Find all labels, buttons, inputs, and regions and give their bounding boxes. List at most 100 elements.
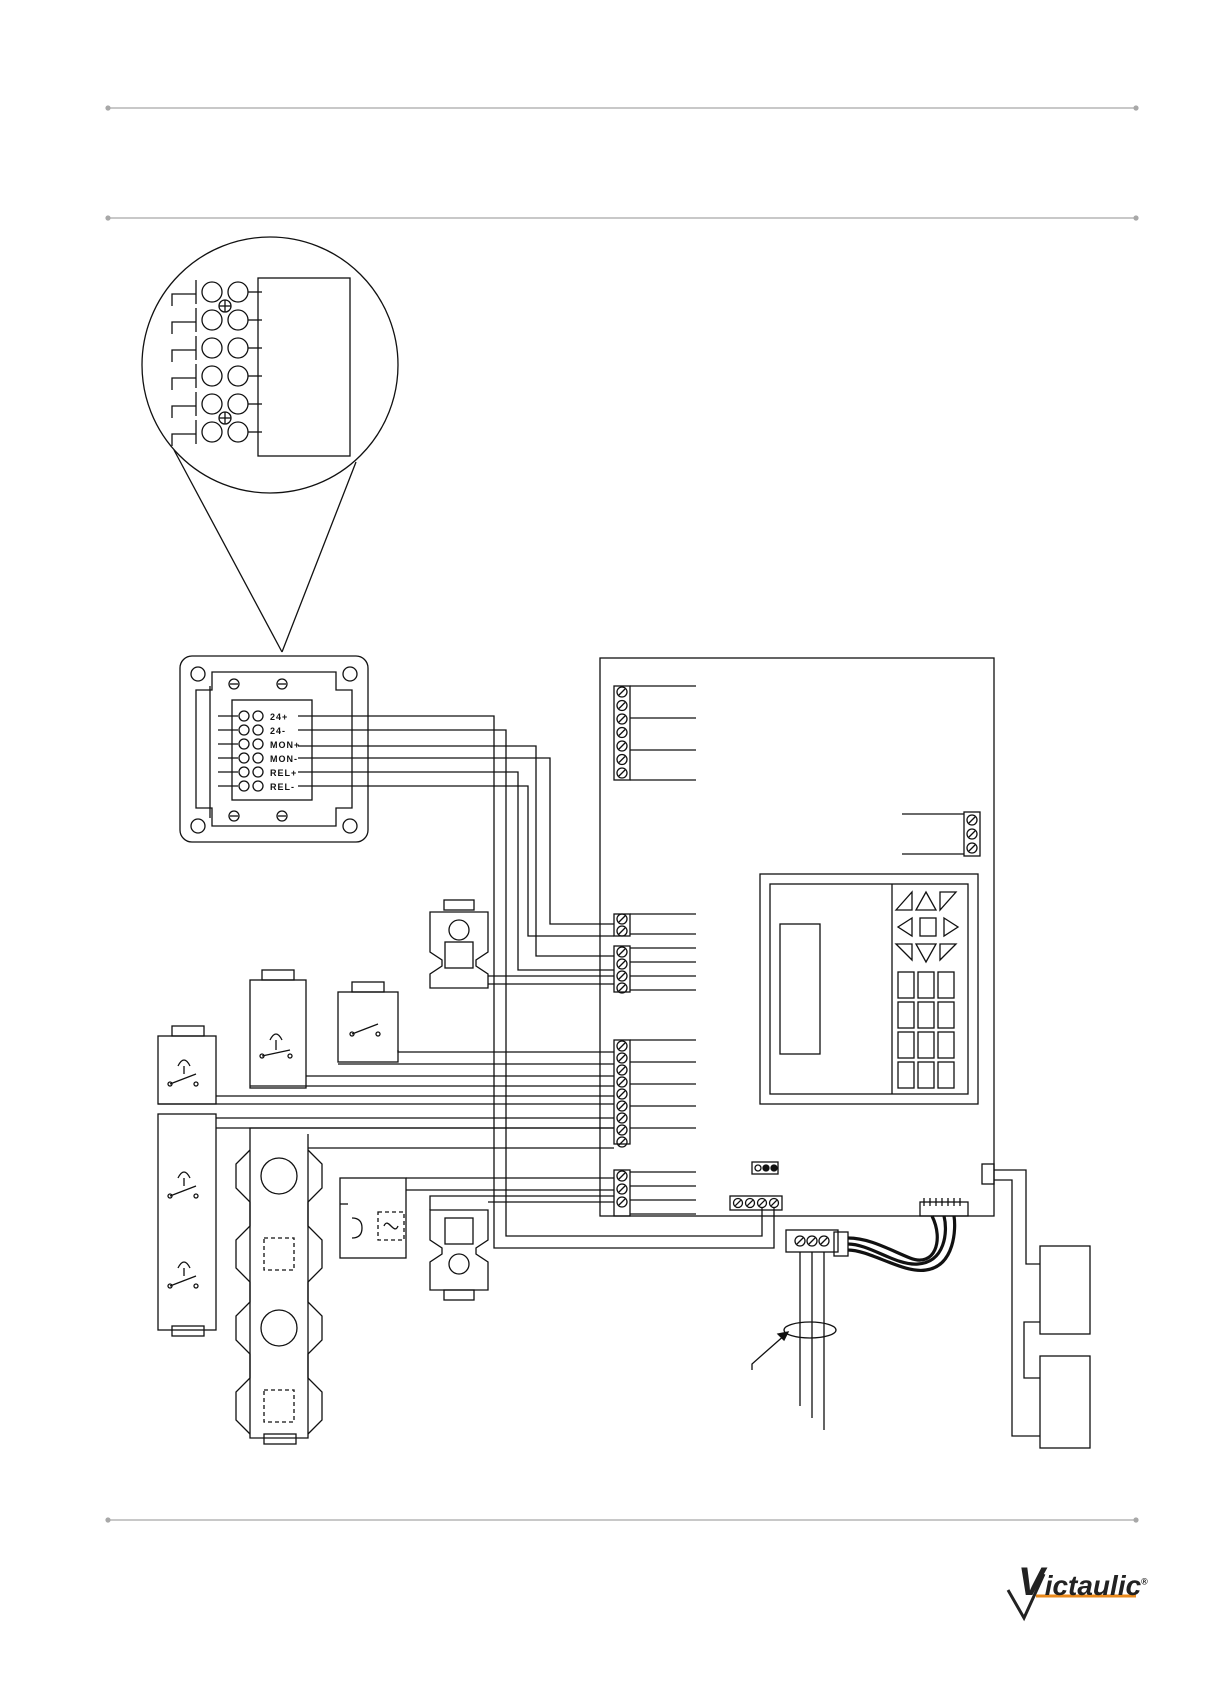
jb-terminal-screw [239, 739, 249, 749]
power-terminal-screw [819, 1236, 829, 1246]
logo-text: ictaulic [1045, 1570, 1141, 1601]
terminal-detail-magnifier [142, 237, 398, 652]
key-up-right-icon [940, 892, 956, 910]
inset-terminal-screw [202, 338, 222, 358]
key-down-left-icon [896, 944, 912, 960]
field-device-1 [430, 900, 614, 988]
numeric-keys[interactable] [898, 972, 954, 1088]
terminal-screw [758, 1199, 767, 1208]
side-module-lower [1040, 1356, 1090, 1448]
terminal-screw [967, 829, 977, 839]
terminal-screw [617, 755, 627, 765]
keypad-key[interactable] [898, 1002, 914, 1028]
terminal-screw [617, 741, 627, 751]
terminal-screw [746, 1199, 755, 1208]
terminal-screw [617, 959, 627, 969]
terminal-screw [617, 1101, 627, 1111]
terminal-screw [617, 926, 627, 936]
keypad-key[interactable] [898, 1032, 914, 1058]
registered-mark: ® [1141, 1577, 1148, 1587]
lcd-display [780, 924, 820, 1054]
inset-terminal-screw [202, 282, 222, 302]
jb-terminal-screw [253, 753, 263, 763]
victaulic-logo: Victaulic® [1018, 1560, 1148, 1605]
arrow-left-icon [898, 918, 912, 936]
inset-terminal-screw [202, 422, 222, 442]
terminal-screw [967, 843, 977, 853]
terminal-screw [617, 1197, 627, 1207]
keypad-key[interactable] [918, 972, 934, 998]
terminal-screw [617, 714, 627, 724]
field-device-horn-loop [158, 1114, 614, 1336]
keypad-key[interactable] [918, 1032, 934, 1058]
inset-terminal-screw [202, 394, 222, 414]
power-terminal-screw [807, 1236, 817, 1246]
jb-terminal-label: MON+ [270, 740, 300, 750]
terminal-screw [617, 1041, 627, 1051]
power-terminal-block [752, 1230, 848, 1430]
terminal-screw [617, 1065, 627, 1075]
terminal-screw [967, 815, 977, 825]
cable-bundle-marker [784, 1322, 836, 1338]
terminal-strip-right [902, 812, 980, 856]
inset-terminal-screw [228, 394, 248, 414]
terminal-screw [617, 1125, 627, 1135]
jb-terminal-label: REL- [270, 782, 295, 792]
terminal-screw [770, 1199, 779, 1208]
inset-terminal-screw [228, 310, 248, 330]
keypad-key[interactable] [938, 1002, 954, 1028]
jb-terminal-screw [239, 753, 249, 763]
keypad-key[interactable] [898, 1062, 914, 1088]
terminal-strip-4 [614, 946, 696, 993]
connector-right [982, 1164, 994, 1184]
jb-terminal-screw [239, 781, 249, 791]
field-device-horn-left [158, 1026, 614, 1104]
jb-terminal-label: REL+ [270, 768, 297, 778]
jb-terminal-screw [239, 725, 249, 735]
inset-terminal-screw [202, 310, 222, 330]
keypad-key[interactable] [938, 972, 954, 998]
field-device-chain [236, 1128, 614, 1444]
inset-terminal-screw [228, 282, 248, 302]
keypad-key[interactable] [918, 1062, 934, 1088]
inset-terminal-screw [228, 422, 248, 442]
key-center-icon [920, 918, 936, 936]
terminal-block-bottom [730, 1196, 782, 1210]
terminal-screw [734, 1199, 743, 1208]
terminal-screw [617, 1113, 627, 1123]
jb-terminal-screw [253, 711, 263, 721]
terminal-screw [617, 914, 627, 924]
junction-box: 24+24-MON+MON-REL+REL- [180, 656, 368, 842]
terminal-strip-lower [614, 1170, 696, 1216]
jb-terminal-screw [253, 767, 263, 777]
terminal-screw [617, 1171, 627, 1181]
key-up-left-icon [896, 892, 912, 910]
terminal-screw [617, 1137, 627, 1147]
logo-mark: V [1018, 1560, 1045, 1604]
junction-box-labels: 24+24-MON+MON-REL+REL- [270, 712, 300, 792]
terminal-screw [617, 971, 627, 981]
field-device-switch [338, 982, 614, 1064]
jb-terminal-screw [239, 711, 249, 721]
inset-terminal-screw [228, 366, 248, 386]
terminal-screw [617, 1184, 627, 1194]
key-down-right-icon [940, 944, 956, 960]
terminal-screw [617, 728, 627, 738]
jb-terminal-screw [253, 739, 263, 749]
terminal-strip-top [614, 686, 696, 780]
keypad-key[interactable] [918, 1002, 934, 1028]
power-terminal-screw [795, 1236, 805, 1246]
jb-terminal-label: MON- [270, 754, 298, 764]
ribbon-cable [848, 1216, 955, 1270]
jb-terminal-screw [239, 767, 249, 777]
jb-terminal-label: 24- [270, 726, 286, 736]
arrow-keys[interactable] [896, 892, 958, 962]
arrow-up-icon [916, 892, 936, 910]
arrow-right-icon [944, 918, 958, 936]
arrow-down-icon [916, 944, 936, 962]
control-panel [600, 658, 994, 1216]
keypad-key[interactable] [898, 972, 914, 998]
keypad-key[interactable] [938, 1062, 954, 1088]
keypad-key[interactable] [938, 1032, 954, 1058]
